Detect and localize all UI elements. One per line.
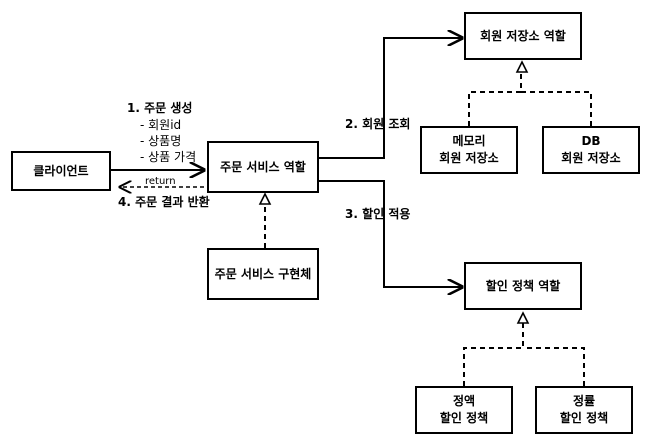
fixed-policy-line1: 정액 xyxy=(452,394,476,408)
step3-label: 3. 할인 적용 xyxy=(345,207,411,221)
realization-fixed-discount xyxy=(463,323,524,386)
step1-label: 1. 주문 생성 xyxy=(127,101,193,115)
client-box: 클라이언트 xyxy=(11,151,111,191)
step2-label: 2. 회원 조회 xyxy=(345,117,411,131)
memory-member-repository-box: 메모리 회원 저장소 xyxy=(420,126,518,174)
realization-db-repo xyxy=(521,91,592,126)
step4-label: 4. 주문 결과 반환 xyxy=(118,195,210,209)
memory-repo-line2: 회원 저장소 xyxy=(439,151,499,165)
order-service-role-box: 주문 서비스 역할 xyxy=(207,141,319,193)
discount-policy-role-box: 할인 정책 역할 xyxy=(464,262,582,310)
db-repo-line1: DB xyxy=(581,134,601,148)
fixed-discount-policy-box: 정액 할인 정책 xyxy=(415,386,513,434)
rate-policy-line2: 할인 정책 xyxy=(559,411,609,425)
step1-param-product-name: - 상품명 xyxy=(140,134,182,148)
order-service-impl-label: 주문 서비스 구현체 xyxy=(214,266,312,281)
db-repo-line2: 회원 저장소 xyxy=(561,151,621,165)
member-repository-role-box: 회원 저장소 역할 xyxy=(464,12,582,60)
order-service-role-label: 주문 서비스 역할 xyxy=(220,159,306,174)
discount-policy-role-label: 할인 정책 역할 xyxy=(485,278,561,293)
return-label: return xyxy=(145,176,176,187)
db-member-repository-box: DB 회원 저장소 xyxy=(542,126,640,174)
step1-param-member-id: - 회원id xyxy=(140,118,182,132)
rate-discount-policy-box: 정률 할인 정책 xyxy=(535,386,633,434)
realization-triangle-order xyxy=(258,192,272,205)
arrow-order-to-member-repo xyxy=(319,38,462,159)
step1-param-product-price: - 상품 가격 xyxy=(140,150,197,164)
client-label: 클라이언트 xyxy=(33,163,89,178)
member-repository-role-label: 회원 저장소 역할 xyxy=(480,28,566,43)
fixed-policy-line2: 할인 정책 xyxy=(439,411,489,425)
memory-repo-line1: 메모리 xyxy=(452,134,486,148)
realization-triangle-discount xyxy=(516,311,530,324)
realization-memory-repo xyxy=(468,72,522,126)
rate-policy-line1: 정률 xyxy=(572,394,596,408)
realization-triangle-member-repo xyxy=(515,60,529,73)
order-service-impl-box: 주문 서비스 구현체 xyxy=(207,248,319,300)
realization-rate-discount xyxy=(523,347,585,386)
arrow-order-to-discount xyxy=(319,180,462,287)
